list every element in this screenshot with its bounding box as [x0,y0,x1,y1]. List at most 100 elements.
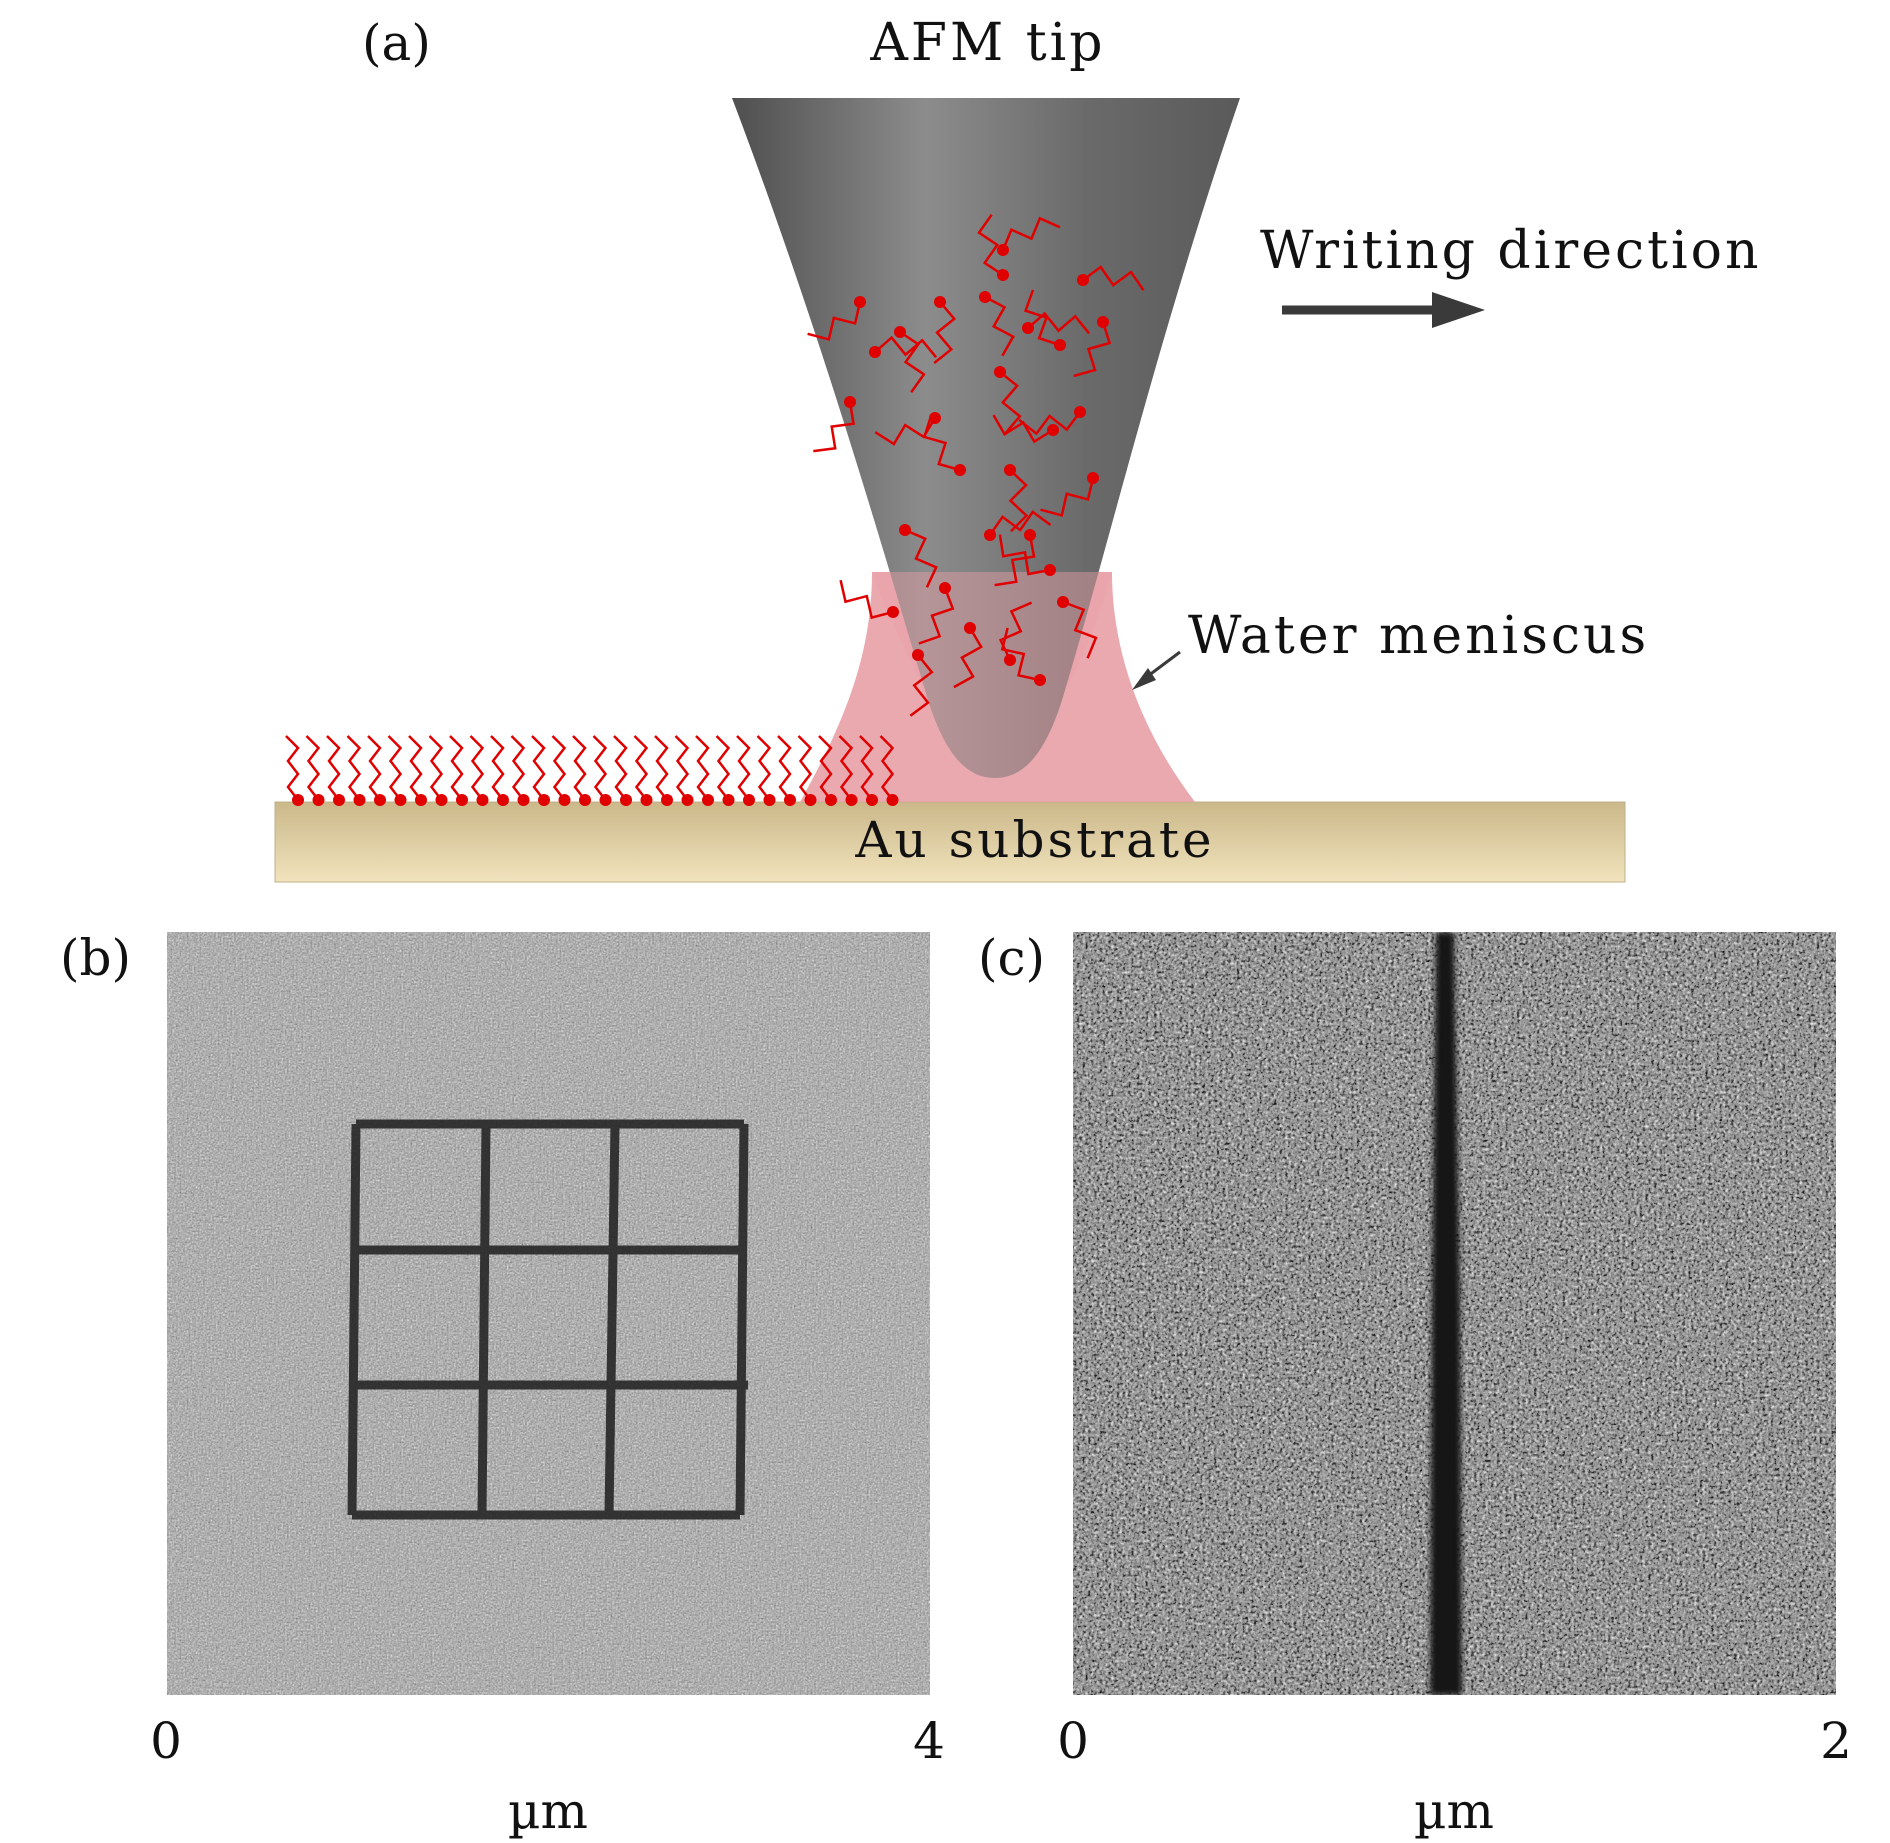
sam-headgroup [497,794,509,806]
sam-chain [551,735,567,801]
axis-b-start: 0 [150,1712,182,1770]
sam-headgroup [476,794,489,806]
sam-headgroup [394,794,407,806]
afm-image-b [167,932,930,1695]
sam-chain [408,735,423,801]
sam-chain [756,735,772,801]
tip-molecule-chain [813,401,855,453]
tip-molecule-head [1097,316,1109,328]
sam-headgroup [763,794,776,806]
tip-molecule-head [869,346,881,358]
written-line-pattern [1430,932,1462,1695]
tip-molecule-head [1057,596,1069,608]
sam-headgroup [517,794,530,806]
sam-chain [879,735,895,801]
sam-chain [838,735,854,801]
sam-chain [490,735,505,801]
tip-molecule-chain [922,415,961,472]
tip-molecule-head [934,296,946,308]
sam-headgroup [702,794,714,806]
axis-c-end: 2 [1820,1712,1852,1770]
sam-headgroup [620,794,632,806]
panel-c: (c) 0 2 µm [978,929,1852,1840]
au-substrate-label: Au substrate [854,811,1214,869]
tip-molecule-chain [1027,311,1091,335]
tip-molecule-head [1004,464,1016,476]
tip-molecule-chain [874,335,938,359]
sam-chain [736,735,751,801]
tip-molecule-chain [1040,477,1095,517]
sam-headgroup [722,794,735,806]
tip-molecule-chain [1082,265,1145,291]
sam-headgroup [374,794,386,806]
tip-molecule-head [899,524,911,536]
tip-molecule-chain [1062,600,1098,659]
panel-a: (a) AFM tip Au substrate Writing directi… [274,13,1761,883]
sam-headgroup [353,794,366,806]
tip-molecule-head [997,244,1009,256]
tip-molecule-head [939,582,951,594]
sam-headgroup [312,794,325,806]
tip-molecule-head [929,412,941,424]
tip-molecule-head [1077,274,1089,286]
sam-headgroup [292,794,304,806]
tip-molecule-head [912,649,924,661]
water-meniscus-label: Water meniscus [1188,606,1649,666]
sam-chain [346,735,362,801]
tip-molecule-chain [1001,216,1061,251]
sam-headgroup [599,794,612,806]
tip-molecule-head [984,529,996,541]
writing-direction-arrow [1282,292,1485,328]
tip-molecule-head [1074,406,1086,418]
tip-molecule-head [844,396,856,408]
tip-molecule-head [964,622,976,634]
tip-molecule-chain [904,528,938,588]
sam-chain [285,735,300,801]
sam-chain [367,735,382,801]
tip-molecule-chain [1008,469,1029,533]
sam-chain [387,735,403,801]
sam-headgroup [866,794,878,806]
sam-headgroup [845,794,858,806]
writing-direction-label: Writing direction [1260,221,1761,281]
sam-headgroup [743,794,755,806]
sam-headgroup [579,794,591,806]
sam-headgroup [804,794,817,806]
tip-molecule-head [1022,322,1034,334]
sam-molecules [285,735,899,806]
tip-molecule-chain [994,534,1036,587]
tip-molecule-head [1054,339,1066,351]
meniscus-overlap [872,572,1112,778]
sam-chain [695,735,710,801]
axis-c-start: 0 [1057,1712,1089,1770]
sam-chain [326,735,341,801]
tip-molecule-chain [953,627,983,689]
tip-molecule-chain [999,371,1022,434]
sam-chain [428,735,444,801]
tip-molecule-head [979,291,991,303]
tip-molecule-head [1044,564,1056,576]
sam-headgroup [886,794,899,806]
sam-chain [674,735,690,801]
tip-molecule-head [1004,654,1016,666]
sam-headgroup [456,794,468,806]
sam-chain [859,735,874,801]
sam-headgroup [681,794,694,806]
sam-headgroup [825,794,837,806]
sam-chain [818,735,833,801]
panel-a-label: (a) [362,14,431,72]
tip-molecule-chain [984,295,1015,357]
tip-molecule-chain [1023,289,1061,347]
tip-molecule-head [1024,529,1036,541]
sam-chain [572,735,587,801]
tip-molecule-chain [998,534,1051,576]
tip-molecule-head [1087,472,1099,484]
axis-b-end: 4 [913,1712,945,1770]
axis-b-unit: µm [508,1782,588,1840]
tip-molecule-chain [1073,321,1112,378]
sam-chain [510,735,526,801]
panel-c-label: (c) [978,929,1045,987]
sam-headgroup [538,794,550,806]
afm-image-c [1073,932,1836,1695]
